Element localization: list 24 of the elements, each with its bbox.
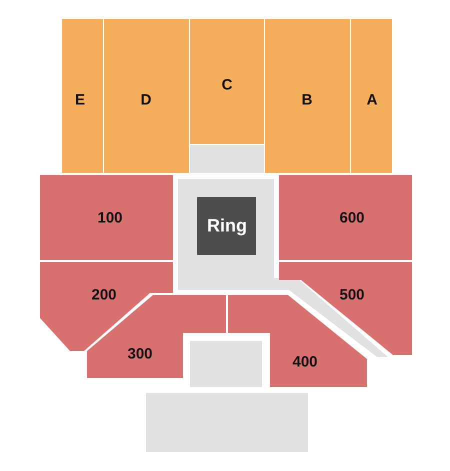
section-label: Ring (207, 216, 247, 236)
section-label: 200 (91, 286, 117, 304)
section-label: 100 (97, 210, 123, 226)
section-label: E (75, 92, 85, 108)
seating-section (265, 19, 350, 173)
seating-section (190, 19, 264, 144)
seating-section (62, 19, 103, 173)
seating-section (279, 175, 412, 260)
seating-section (40, 175, 173, 260)
section-label: 300 (127, 346, 153, 362)
seating-section (279, 262, 412, 355)
stage-area (146, 393, 308, 452)
stage-area (190, 341, 262, 387)
section-label: B (302, 92, 312, 108)
seating-section (351, 19, 392, 173)
section-label: 600 (339, 210, 365, 226)
section-label: 400 (292, 354, 318, 370)
ring (197, 197, 256, 255)
seating-section (104, 19, 189, 173)
aisle-area (190, 145, 264, 173)
section-label: A (366, 92, 378, 108)
section-label: C (222, 76, 232, 94)
section-label: D (140, 92, 152, 108)
section-label: 500 (339, 286, 365, 304)
